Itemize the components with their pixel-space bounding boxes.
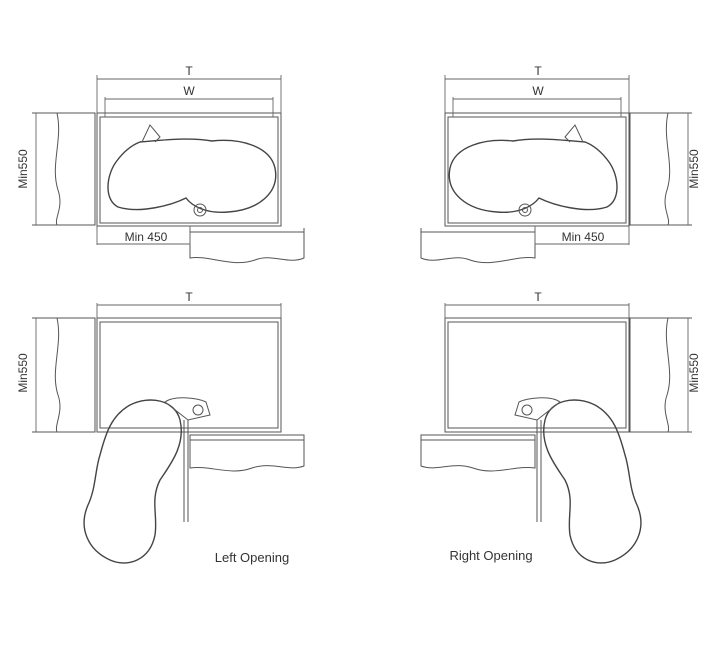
tl-min450-label: Min 450 — [125, 230, 168, 244]
tl-w-label: W — [183, 84, 195, 98]
tr-min550-label: Min550 — [687, 149, 701, 189]
tl-min550-label: Min550 — [16, 149, 30, 189]
right-opening-caption: Right Opening — [449, 548, 532, 563]
tl-t-label: T — [185, 64, 193, 78]
bottom-left-open-view: T Min550 Left Opening — [16, 290, 305, 565]
top-left-closed-view: T W Min550 Min 450 — [16, 64, 305, 264]
tr-min450-label: Min 450 — [562, 230, 605, 244]
br-t-label: T — [534, 290, 542, 304]
bl-t-label: T — [185, 290, 193, 304]
left-opening-caption: Left Opening — [215, 550, 289, 565]
tr-w-label: W — [532, 84, 544, 98]
tr-t-label: T — [534, 64, 542, 78]
br-min550-label: Min550 — [687, 353, 701, 393]
top-right-closed-view: T W Min550 Min 450 — [420, 64, 701, 264]
bl-min550-label: Min550 — [16, 353, 30, 393]
bottom-right-open-view: T Min550 Right Opening — [420, 290, 701, 564]
